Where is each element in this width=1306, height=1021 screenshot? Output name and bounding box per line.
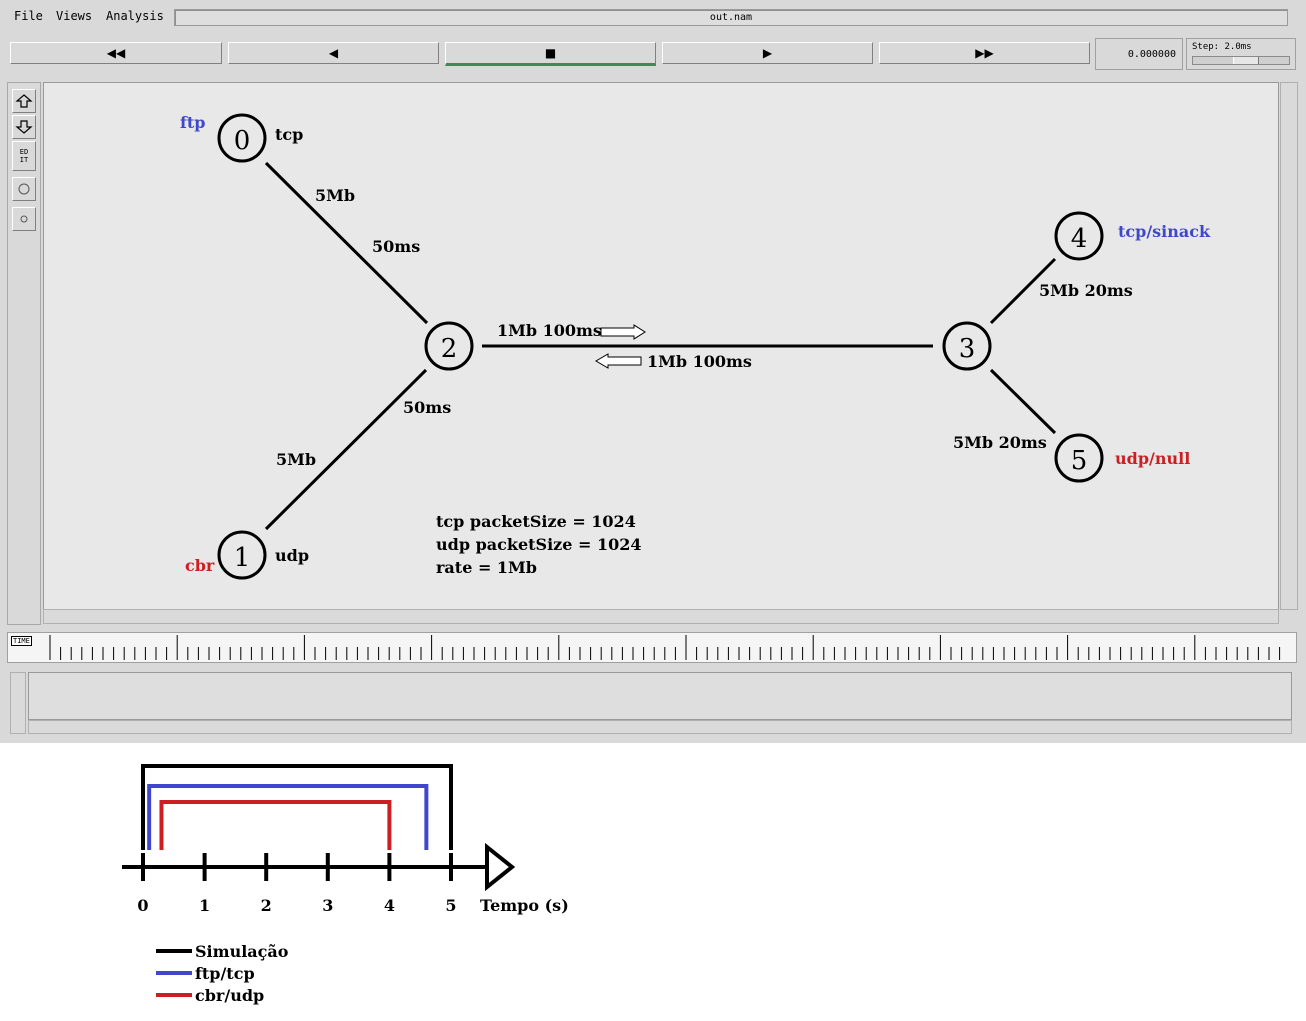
menu-analysis[interactable]: Analysis xyxy=(106,9,164,23)
edit-label: EDIT xyxy=(19,148,29,164)
annotation-vertical-scrollbar[interactable] xyxy=(10,672,26,734)
legend-label: cbr/udp xyxy=(195,986,264,1005)
step-control: Step: 2.0ms xyxy=(1186,38,1296,70)
edit-button[interactable]: EDIT xyxy=(12,141,36,171)
link-2-3-reverse-label: 1Mb 100ms xyxy=(647,352,752,371)
axis-tick-label: 0 xyxy=(137,896,148,915)
node-3[interactable]: 3 xyxy=(942,321,992,371)
node-1[interactable]: 1 xyxy=(217,530,267,580)
param-tcp-packet-size: tcp packetSize = 1024 xyxy=(436,512,636,531)
param-udp-packet-size: udp packetSize = 1024 xyxy=(436,535,642,554)
node-4-id: 4 xyxy=(1071,224,1088,254)
node-5-id: 5 xyxy=(1071,446,1088,476)
zoom-out-button[interactable] xyxy=(12,115,36,139)
node-1-agent-label: udp xyxy=(275,546,309,565)
side-toolbar: EDIT xyxy=(7,82,41,625)
menu-file[interactable]: File xyxy=(14,9,43,23)
interval-simulation xyxy=(141,764,453,850)
time-axis-label: Tempo (s) xyxy=(480,896,569,915)
fast-forward-icon: ▶▶ xyxy=(975,46,994,60)
interval-ftp-tcp xyxy=(147,784,429,850)
link-1-2-bandwidth: 5Mb xyxy=(276,450,316,469)
node-0-id: 0 xyxy=(234,126,251,156)
small-circle-tool-button[interactable] xyxy=(12,207,36,231)
stop-button[interactable]: ■ xyxy=(445,42,656,66)
time-display: 0.000000 xyxy=(1095,38,1183,70)
legend-label: ftp/tcp xyxy=(195,964,255,983)
link-3-4 xyxy=(989,257,1057,325)
link-3-4-label: 5Mb 20ms xyxy=(1039,281,1133,300)
network-canvas[interactable]: 0 1 2 3 4 5 ftp tc xyxy=(43,82,1279,610)
zoom-out-icon xyxy=(15,120,33,134)
node-4[interactable]: 4 xyxy=(1054,211,1104,261)
playback-toolbar: ◀◀ ◀ ■ ▶ ▶▶ 0.000000 Step: 2.0ms xyxy=(0,34,1306,74)
small-circle-icon xyxy=(20,215,28,223)
step-slider-thumb[interactable] xyxy=(1233,57,1259,64)
time-value: 0.000000 xyxy=(1127,48,1176,60)
node-2-id: 2 xyxy=(441,334,458,364)
nam-window: File Views Analysis out.nam ◀◀ ◀ ■ ▶ ▶▶ … xyxy=(0,0,1306,743)
rewind-icon: ◀◀ xyxy=(106,46,126,60)
play-button[interactable]: ▶ xyxy=(662,42,873,64)
link-0-2 xyxy=(264,161,429,325)
reverse-arrow-icon xyxy=(595,353,642,369)
node-0[interactable]: 0 xyxy=(217,113,267,163)
node-5-agent-label: udp/null xyxy=(1115,449,1190,468)
time-ruler xyxy=(49,635,1281,660)
node-1-app-label: cbr xyxy=(185,556,215,575)
time-slider[interactable]: TIME xyxy=(7,632,1297,663)
link-3-5-label: 5Mb 20ms xyxy=(953,433,1047,452)
node-3-id: 3 xyxy=(959,334,976,364)
node-2[interactable]: 2 xyxy=(424,321,474,371)
link-1-2 xyxy=(264,368,428,531)
canvas-horizontal-scrollbar[interactable] xyxy=(43,609,1279,624)
interval-cbr-udp xyxy=(159,800,392,850)
time-slider-label: TIME xyxy=(11,636,32,646)
forward-arrow-icon xyxy=(600,324,646,340)
circle-icon xyxy=(18,183,30,195)
zoom-in-icon xyxy=(15,94,33,108)
back-icon: ◀ xyxy=(328,46,339,60)
simulation-timeline-chart: 0 1 2 3 4 5 Tempo (s) Simulação ftp/tcp cbr/udp xyxy=(122,764,569,1005)
axis-tick-label: 3 xyxy=(322,896,333,915)
node-5[interactable]: 5 xyxy=(1054,433,1104,483)
zoom-in-button[interactable] xyxy=(12,89,36,113)
step-back-button[interactable]: ◀ xyxy=(228,42,439,64)
step-slider[interactable] xyxy=(1192,56,1290,65)
play-icon: ▶ xyxy=(762,46,773,60)
legend-label: Simulação xyxy=(195,942,289,961)
node-1-id: 1 xyxy=(234,543,251,573)
fast-forward-button[interactable]: ▶▶ xyxy=(879,42,1090,64)
canvas-vertical-scrollbar[interactable] xyxy=(1280,82,1298,610)
axis-tick-label: 5 xyxy=(445,896,456,915)
circle-tool-button[interactable] xyxy=(12,177,36,201)
menu-bar: File Views Analysis out.nam xyxy=(0,0,1306,34)
node-4-agent-label: tcp/sinack xyxy=(1118,222,1211,241)
annotation-horizontal-scrollbar[interactable] xyxy=(28,720,1292,734)
time-axis-arrow-icon xyxy=(485,842,516,892)
axis-tick-label: 1 xyxy=(199,896,210,915)
param-rate: rate = 1Mb xyxy=(436,558,537,577)
menu-views[interactable]: Views xyxy=(56,9,93,23)
link-1-2-delay: 50ms xyxy=(403,398,451,417)
axis-tick-label: 4 xyxy=(384,896,395,915)
stop-icon: ■ xyxy=(544,46,557,60)
node-0-app-label: ftp xyxy=(180,113,205,132)
link-0-2-delay: 50ms xyxy=(372,237,420,256)
node-0-agent-label: tcp xyxy=(275,125,303,144)
rewind-button[interactable]: ◀◀ xyxy=(10,42,222,64)
link-0-2-bandwidth: 5Mb xyxy=(315,186,355,205)
annotation-pane xyxy=(28,672,1292,720)
link-2-3-forward-label: 1Mb 100ms xyxy=(497,321,602,340)
network-topology: 0 1 2 3 4 5 ftp tc xyxy=(180,113,1211,580)
link-3-5 xyxy=(989,368,1057,435)
step-label: Step: 2.0ms xyxy=(1192,42,1252,52)
axis-tick-label: 2 xyxy=(261,896,272,915)
file-title: out.nam xyxy=(174,9,1288,26)
